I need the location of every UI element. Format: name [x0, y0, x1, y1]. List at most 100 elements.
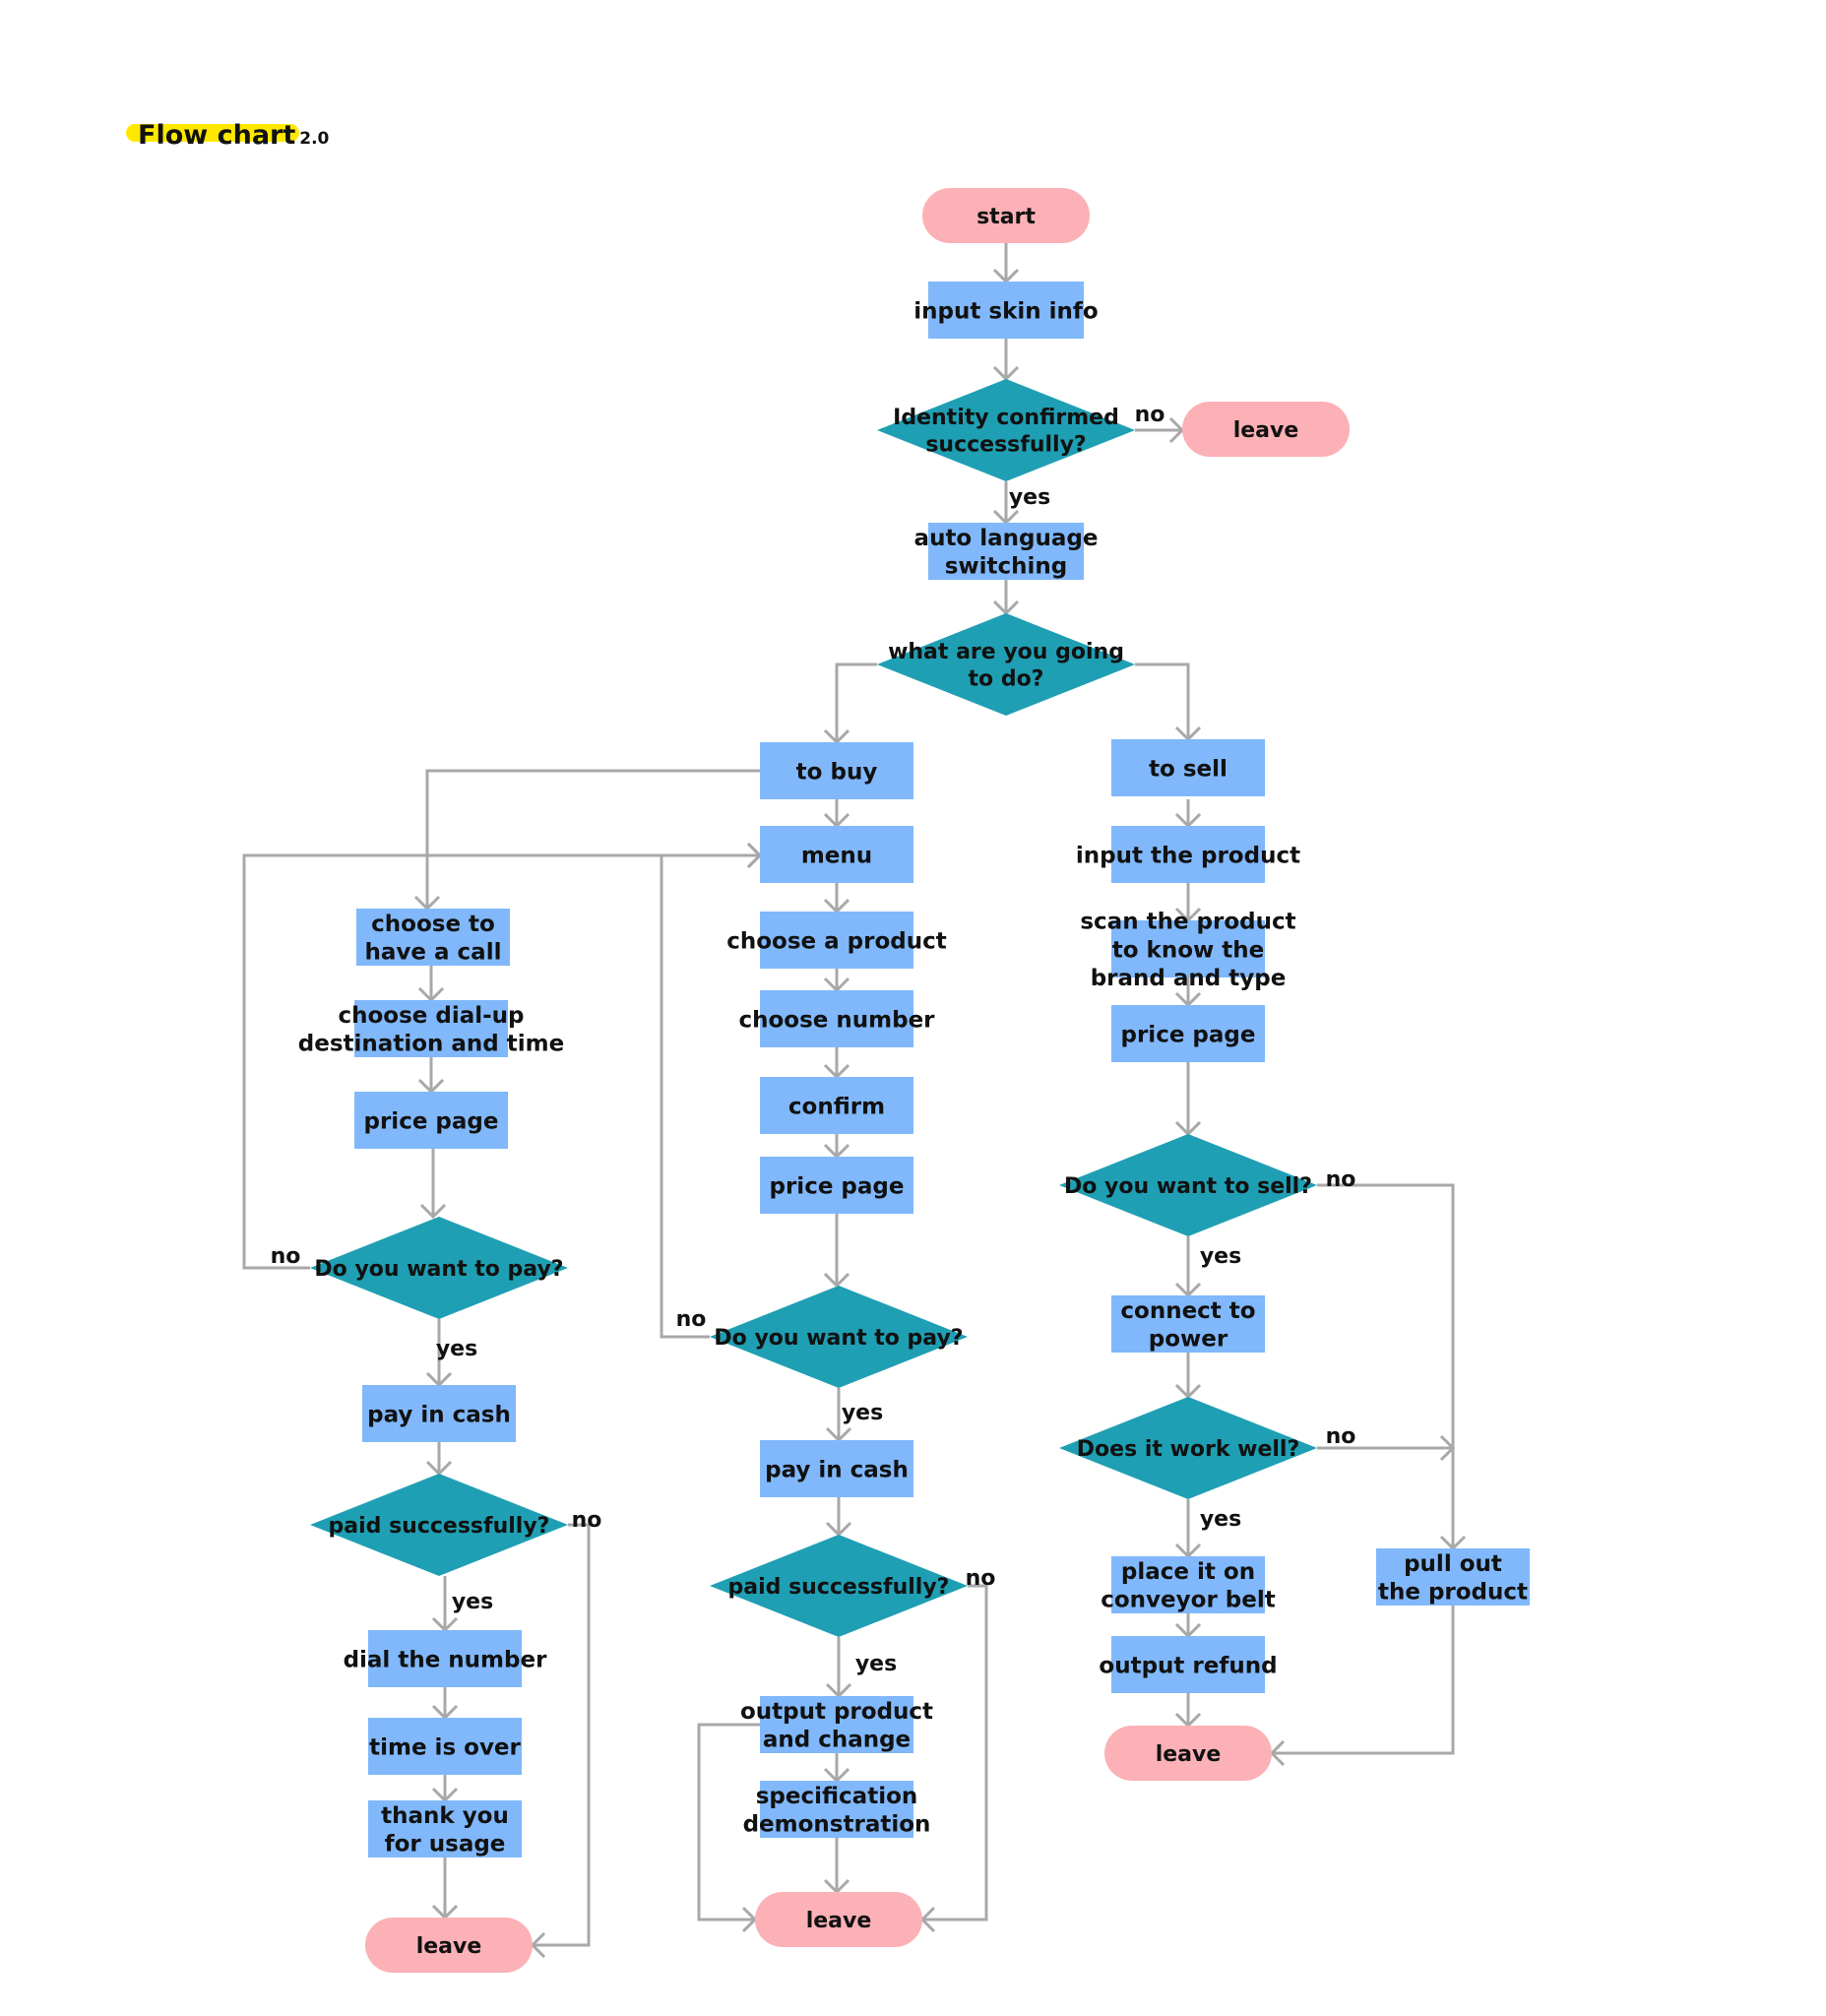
edge-label-no: no [1326, 1424, 1356, 1449]
node-leave-left: leave [365, 1918, 533, 1973]
connector [992, 339, 1020, 382]
arrow-head [1168, 416, 1185, 444]
connector [425, 1442, 453, 1477]
node-label: paid successfully? [329, 1514, 550, 1539]
node-label: to know the [1112, 937, 1265, 963]
connector [660, 842, 763, 1339]
connector [419, 1149, 447, 1220]
node-choose-product: choose a product [726, 912, 947, 969]
node-menu: menu [760, 826, 913, 883]
node-label: Do you want to sell? [1064, 1174, 1312, 1199]
edge-label-no: no [271, 1244, 301, 1269]
node-label: and change [763, 1728, 911, 1753]
connector [823, 1134, 850, 1160]
node-label: choose a product [726, 928, 947, 954]
process-shape [928, 523, 1084, 580]
process-shape [1111, 1636, 1265, 1693]
connector-line [1135, 662, 1190, 739]
node-start: start [922, 188, 1090, 243]
node-leave-top: leave [1182, 402, 1350, 457]
decision-shape [877, 613, 1135, 716]
node-label: input the product [1076, 843, 1300, 868]
connector [823, 1047, 850, 1080]
edge-label-no: no [1326, 1167, 1356, 1192]
process-shape [760, 742, 913, 799]
process-shape [1111, 920, 1265, 977]
terminal-shape [922, 188, 1090, 243]
edge-label-yes: yes [842, 1401, 883, 1425]
connector [1174, 799, 1202, 829]
node-label: to buy [796, 759, 878, 785]
node-label: to sell [1149, 756, 1228, 782]
process-shape [760, 826, 913, 883]
arrow-head [823, 1272, 850, 1289]
node-label: dial the number [344, 1647, 548, 1672]
process-shape [356, 909, 510, 966]
node-label: Do you want to pay? [714, 1326, 963, 1351]
process-shape [1111, 739, 1265, 796]
node-label: destination and time [298, 1032, 564, 1057]
edge-label-no: no [966, 1566, 996, 1591]
node-paid-left: paid successfully? [310, 1474, 568, 1576]
edge-label-no: no [676, 1307, 707, 1332]
connector [1174, 1062, 1202, 1137]
edge-label-yes: yes [436, 1337, 477, 1361]
node-label: conveyor belt [1101, 1588, 1276, 1613]
node-work-well: Does it work well? [1059, 1397, 1317, 1499]
node-label: to do? [969, 667, 1044, 692]
node-confirm: confirm [760, 1077, 913, 1134]
process-shape [1111, 826, 1265, 883]
connector [823, 883, 850, 914]
connector-line [242, 853, 760, 1270]
connector-line [425, 769, 760, 909]
connector [1135, 662, 1202, 742]
arrow-head [1439, 1434, 1456, 1462]
edge-label-yes: yes [1200, 1507, 1241, 1532]
title-label: Flow chart [138, 120, 296, 151]
terminal-shape [755, 1892, 922, 1947]
connector [823, 662, 877, 745]
decision-shape [310, 1217, 568, 1319]
process-shape [1111, 1556, 1265, 1613]
node-label: Does it work well? [1077, 1437, 1299, 1462]
node-price-page-left: price page [354, 1092, 508, 1149]
process-shape [368, 1800, 522, 1858]
node-input-skin-info: input skin info [913, 282, 1099, 339]
node-pay-decision-mid: Do you want to pay? [710, 1286, 968, 1388]
node-time-over: time is over [368, 1718, 522, 1775]
connector [413, 769, 760, 912]
node-label: start [976, 205, 1036, 229]
edge-label-no: no [1135, 403, 1165, 427]
connector [1317, 1434, 1456, 1462]
node-to-buy: to buy [760, 742, 913, 799]
edge-label-yes: yes [452, 1590, 493, 1614]
arrow-head [419, 1203, 447, 1220]
terminal-shape [1182, 402, 1350, 457]
process-shape [760, 1157, 913, 1214]
node-label: Identity confirmed [893, 406, 1119, 430]
connector-line [1317, 1183, 1455, 1548]
node-label: price page [770, 1173, 905, 1199]
connector [1174, 1693, 1202, 1729]
connector-line [922, 1584, 988, 1922]
process-shape [760, 1440, 913, 1497]
connector [431, 1858, 459, 1921]
process-shape [760, 1696, 913, 1753]
decision-shape [877, 379, 1135, 481]
node-label: scan the product [1080, 910, 1295, 935]
connector [1269, 1606, 1455, 1767]
node-pay-cash-left: pay in cash [362, 1385, 516, 1442]
node-input-product: input the product [1076, 826, 1300, 883]
process-shape [1111, 1295, 1265, 1353]
edge-label-no: no [572, 1508, 602, 1533]
node-pay-decision-left: Do you want to pay? [310, 1217, 568, 1319]
connector [1317, 1183, 1467, 1551]
process-shape [354, 1000, 508, 1057]
terminal-shape [365, 1918, 533, 1973]
